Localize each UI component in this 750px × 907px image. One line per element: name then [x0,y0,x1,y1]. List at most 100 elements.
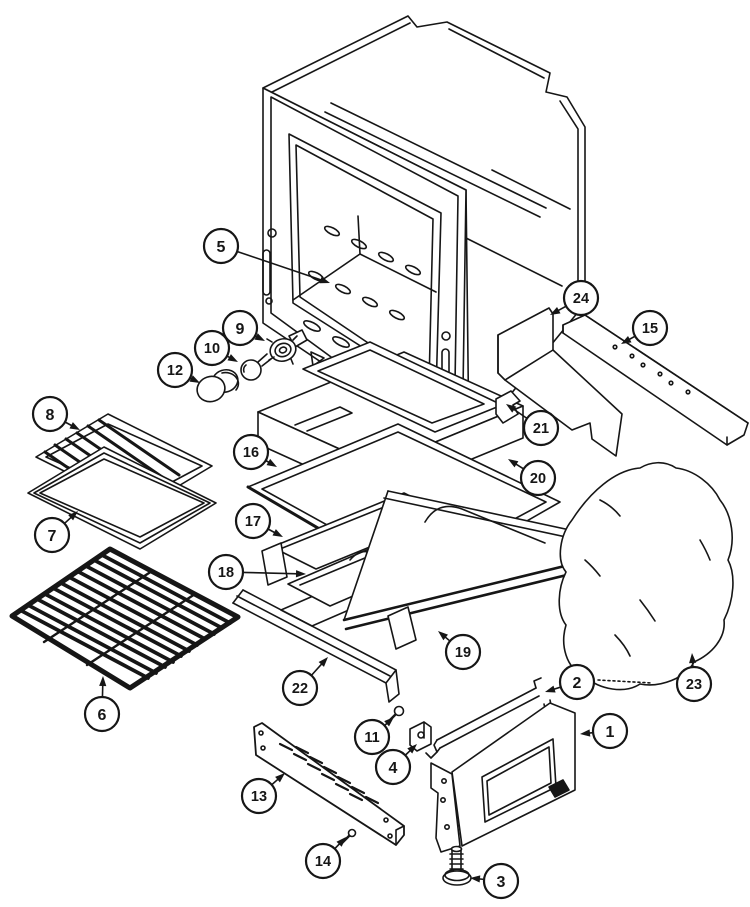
callout-arrowhead [99,676,107,687]
clip-bracket-part [409,721,432,752]
callout-arrowhead [69,422,80,430]
callout-leader-line [310,662,324,676]
callout-balloon [193,329,231,367]
callout-balloon [444,633,482,671]
callout-arrowhead [621,336,632,344]
callout-broiler-pan: 7 [33,511,78,554]
callout-balloon [562,279,600,317]
side-bracket-part [497,307,623,457]
callout-number: 19 [455,645,471,661]
oven-rack-part [9,546,241,691]
callout-balloon [374,748,412,786]
callout-number: 5 [217,239,226,256]
callout-arrowhead [227,354,238,362]
callout-side-bracket: 24 [550,279,600,317]
callout-arrowhead [189,375,200,383]
callout-number: 8 [46,407,55,424]
callout-arrowhead [319,276,330,284]
callout-arrowhead [438,631,448,641]
callout-balloon [522,409,560,447]
callout-louvered-vent-panel: 13 [240,773,285,815]
callout-arrowhead [407,744,417,754]
callout-broiler-insert: 8 [31,395,80,433]
base-frame-part [430,699,576,853]
callout-arrowhead [275,773,285,783]
callout-number: 12 [167,363,183,379]
callout-screw-vent: 14 [304,837,346,880]
callout-arrowhead [336,837,346,847]
callout-arrowhead [295,570,306,578]
callout-number: 20 [530,471,546,487]
callout-balloon [31,395,69,433]
callout-clip-bracket: 4 [374,744,417,786]
callout-balloon [353,718,391,756]
front-rail-part [232,589,400,703]
callout-burner-assembly: 18 [207,553,306,591]
callout-number: 10 [204,341,220,357]
callout-drawer-support-panel: 19 [438,631,482,671]
callout-number: 22 [292,681,308,697]
callout-number: 9 [236,321,245,338]
callout-number: 2 [573,675,582,692]
light-bulb-part [240,353,272,381]
support-frame-part [302,341,521,433]
callout-arrowhead [266,458,277,467]
callout-number: 17 [245,514,261,530]
callout-number: 4 [389,760,398,777]
callout-arrowhead [470,875,481,883]
callout-balloon [33,516,71,554]
callout-number: 16 [243,445,259,461]
callout-number: 18 [218,565,234,581]
callout-balloon [591,712,629,750]
callout-oven-rack: 6 [83,676,121,733]
callout-light-lens: 12 [156,351,200,389]
callout-number: 14 [315,854,331,870]
callout-arrowhead [550,307,561,315]
callout-support-bracket: 21 [506,404,560,447]
callout-arrowhead [508,459,519,468]
callout-arrowhead [318,657,328,667]
callout-oven-front-frame: 5 [202,227,330,284]
callout-balloon [519,459,557,497]
callout-number: 13 [251,789,267,805]
callout-arrowhead [384,717,394,727]
callout-arrowhead [506,404,517,413]
callout-balloon [83,695,121,733]
callout-balloon [281,669,319,707]
callout-insulation: 23 [675,653,713,703]
rear-rail-part [425,677,542,759]
callout-number: 6 [98,707,107,724]
callout-arrowhead [68,511,78,521]
callout-rear-rail: 2 [545,663,596,701]
callout-shield-panel: 17 [234,502,283,540]
light-lens-part [196,368,240,403]
callout-balloon [234,502,272,540]
callout-light-socket: 9 [221,309,265,347]
callout-arrowhead [580,729,591,737]
callout-arrowhead [254,333,265,341]
callout-oven-bottom-liner: 16 [232,433,277,471]
callout-arrowhead [272,529,283,537]
callout-balloon [202,227,240,265]
callout-side-rail: 15 [621,309,669,347]
callout-light-bulb: 10 [193,329,238,367]
callout-balloon [631,309,669,347]
callout-number: 1 [606,724,615,741]
callout-number: 7 [48,528,57,545]
callout-number: 21 [533,421,549,437]
callout-leader-line [512,407,528,420]
callout-number: 3 [497,874,506,891]
callout-burner-box: 20 [508,459,557,497]
callout-base-frame: 1 [580,712,629,750]
callout-arrowhead [689,653,697,664]
callout-arrowhead [545,685,556,693]
callout-number: 24 [573,291,589,307]
callout-balloon [207,553,245,591]
callout-number: 11 [364,730,379,746]
callout-leader-line [236,250,323,282]
callout-balloon [482,862,520,900]
callout-balloon [675,665,713,703]
callout-screw-front: 11 [353,717,394,756]
